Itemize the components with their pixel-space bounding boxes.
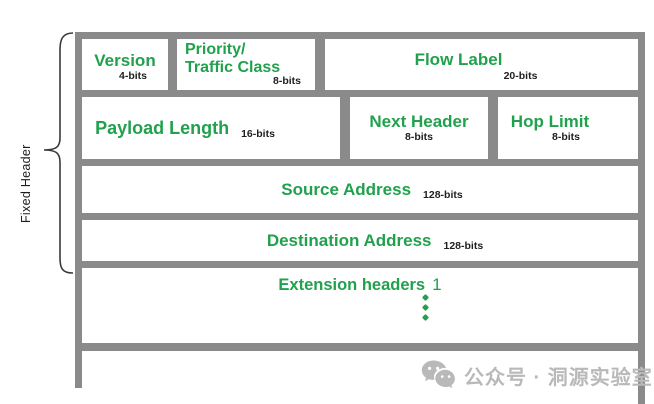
row-separator	[75, 261, 645, 268]
field-bits: 8-bits	[404, 131, 433, 143]
field-label: Payload Length	[95, 118, 230, 138]
cell-divider	[168, 39, 177, 90]
field-bits: 8-bits	[272, 75, 301, 87]
field-label: Extension headers	[278, 276, 426, 294]
frame-top-border	[75, 32, 645, 39]
field-bits: 128-bits	[443, 239, 484, 252]
field-label: Flow Label	[414, 50, 503, 69]
field-extension-headers: Extension headers 1	[82, 268, 638, 343]
wechat-icon	[421, 360, 455, 389]
field-bits: 8-bits	[551, 131, 580, 143]
field-hop-limit: Hop Limit 8-bits	[498, 97, 638, 159]
row-separator	[75, 213, 645, 220]
row-separator	[75, 343, 645, 351]
row-separator	[75, 159, 645, 166]
fixed-header-side-label: Fixed Header	[19, 144, 33, 224]
field-bits: 16-bits	[241, 128, 275, 140]
field-source-address: Source Address 128-bits	[82, 166, 638, 213]
watermark-text: 公众号 · 洞源实验室	[464, 367, 653, 389]
cell-divider	[315, 39, 325, 90]
field-bits: 4-bits	[118, 69, 147, 82]
field-version: Version 4-bits	[82, 39, 168, 90]
watermark: 公众号 · 洞源实验室	[421, 359, 653, 392]
field-label-line1: Priority/	[185, 41, 246, 58]
field-label: Version	[94, 50, 156, 70]
extension-index: 1	[432, 275, 442, 294]
field-label: Next Header	[369, 112, 469, 131]
field-bits: 128-bits	[423, 188, 463, 201]
field-label: Hop Limit	[510, 112, 590, 131]
field-payload-length: Payload Length 16-bits	[82, 97, 340, 159]
frame-left-border	[75, 32, 82, 388]
field-bits: 20-bits	[503, 70, 538, 82]
field-priority-traffic-class: Priority/ Traffic Class 8-bits	[177, 39, 315, 90]
curly-brace-icon	[43, 32, 74, 274]
field-label-line2: Traffic Class	[185, 58, 281, 76]
field-next-header: Next Header 8-bits	[350, 97, 488, 159]
field-flow-label: Flow Label 20-bits	[325, 39, 638, 90]
row-separator	[75, 90, 645, 97]
field-label: Source Address	[281, 179, 412, 199]
cell-divider	[340, 97, 350, 159]
cell-divider	[488, 97, 498, 159]
vertical-ellipsis-icon	[421, 293, 430, 322]
field-destination-address: Destination Address 128-bits	[82, 220, 638, 261]
field-label: Destination Address	[266, 230, 432, 250]
